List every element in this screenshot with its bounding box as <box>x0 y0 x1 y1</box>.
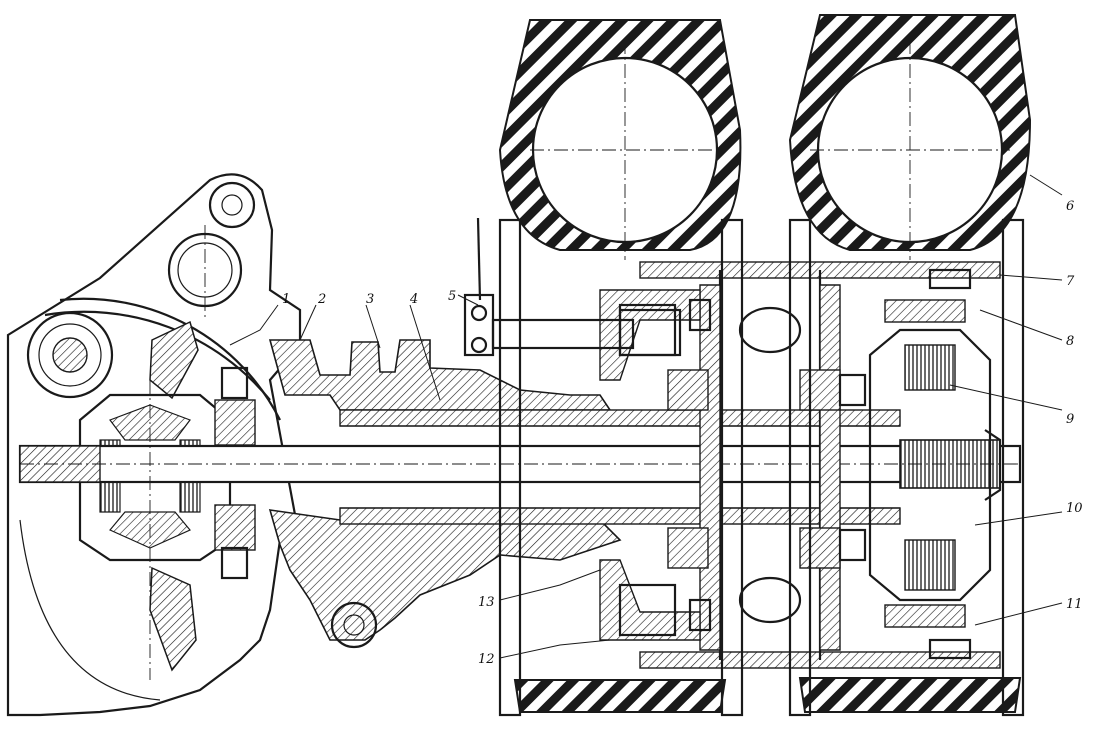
leader-lines <box>229 174 1063 659</box>
callout-4: 4 <box>409 292 418 307</box>
callout-10: 10 <box>1066 501 1083 516</box>
callout-11: 11 <box>1066 597 1083 612</box>
brake-lever <box>463 217 682 357</box>
callout-9: 9 <box>1066 412 1074 427</box>
differential-housing <box>6 173 302 717</box>
callout-8: 8 <box>1066 334 1074 349</box>
callout-1: 1 <box>282 292 290 307</box>
tyre-inner <box>498 19 744 717</box>
callout-12: 12 <box>478 652 495 667</box>
axle-housing <box>268 339 622 649</box>
callout-2: 2 <box>317 292 326 307</box>
wheel-bearing <box>667 369 867 569</box>
callout-3: 3 <box>366 292 374 307</box>
differential-bearing <box>214 366 256 580</box>
half-shaft-sleeve <box>339 409 901 525</box>
callout-5: 5 <box>448 289 456 304</box>
brake-assembly <box>599 289 712 641</box>
planetary-final-drive <box>868 268 1002 660</box>
callout-7: 7 <box>1066 274 1075 289</box>
callout-13: 13 <box>478 595 495 610</box>
callout-6: 6 <box>1066 199 1074 214</box>
